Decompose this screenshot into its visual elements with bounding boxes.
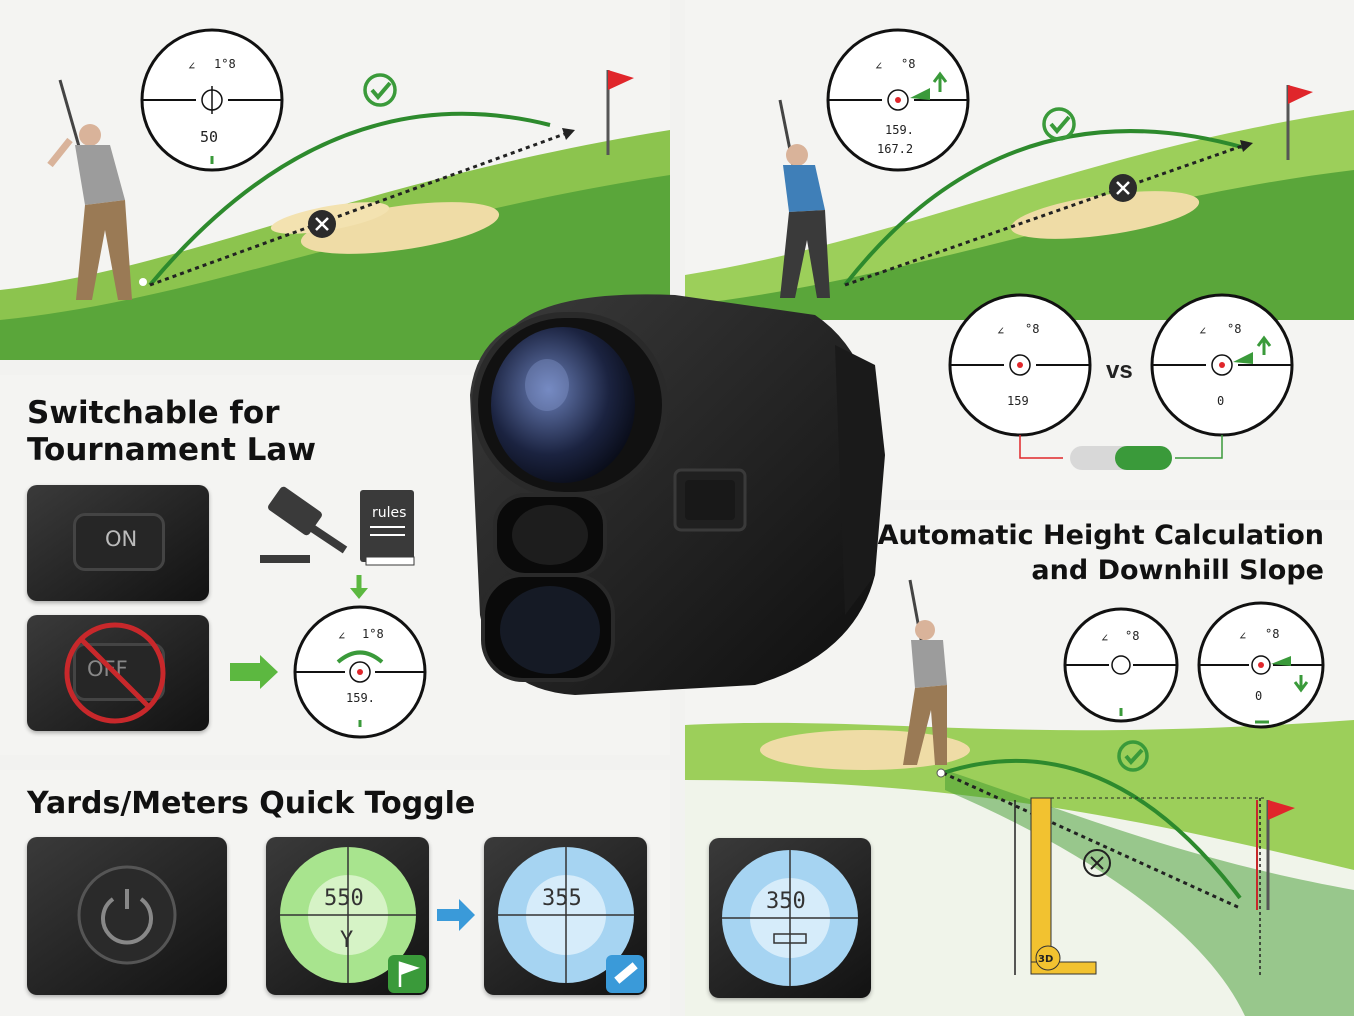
golfer-figure [47,79,132,300]
reticle-distance: 159. [346,691,375,705]
straight-line [149,130,571,287]
svg-text:∠: ∠ [1239,629,1246,643]
off-switch-photo: OFF [27,615,209,731]
gavel-icon [260,486,348,563]
reticle-angle: °8 [1025,322,1039,336]
tape-measure-icon: 3D [1030,797,1097,975]
reticle-distance: 159 [1007,394,1029,408]
yards-unit: Y [340,928,353,953]
reticle-height-left: ∠ °8 [1063,607,1179,723]
flag-icon [1288,85,1313,104]
reticle-top-right: ∠ °8 159. 167.2 [826,28,970,172]
x-marker [1083,849,1111,877]
top-right-illustration: ∠ °8 159. 167.2 ∠ °8 159 vs ∠ °8 [685,28,1354,470]
sand-bunker [300,202,500,254]
reticle-distance: 159. [885,123,914,137]
reticle-compare-left: ∠ °8 159 [948,293,1092,437]
right-arrow-icon [230,655,278,689]
reticle-angle: °8 [901,57,915,71]
golfer-figure [778,99,830,298]
check-icon [1042,107,1076,141]
rulebook-icon: rules [360,490,415,566]
meters-display-photo: 355 [484,837,647,995]
yards-display-photo: 550 Y [266,837,429,995]
meters-value: 355 [542,886,582,911]
on-switch-photo: ON [27,485,209,601]
svg-text:∠: ∠ [1199,324,1206,338]
flag-icon [608,70,634,90]
top-left-illustration: ∠ 1°8 50 [0,28,670,360]
svg-text:∠: ∠ [875,59,882,73]
svg-text:∠: ∠ [338,629,345,643]
vs-label: vs [1106,357,1133,384]
check-icon [1117,740,1149,772]
flag-icon [398,961,420,987]
reticle-angle: 1°8 [362,627,384,641]
height-display-photo: 350 [709,838,871,998]
reticle-distance: 0 [1255,689,1262,703]
reticle-angle: °8 [1265,627,1279,641]
reticle-height-right: ∠ °8 0 [1197,601,1325,729]
check-icon [363,73,397,107]
reticle-tournament: ∠ 1°8 159. [293,605,427,739]
power-icon[interactable] [27,837,227,995]
golfer-figure [903,579,947,765]
svg-text:∠: ∠ [1101,631,1108,645]
arrow-right-icon [437,899,475,931]
top-left-panel: ∠ 1°8 50 [0,0,670,360]
height-display-value: 350 [766,889,806,914]
reticle-distance: 50 [200,128,218,146]
rulebook-label: rules [372,505,406,521]
reticle-slope-distance: 167.2 [877,142,913,156]
tournament-heading-line1: Switchable for [27,395,280,431]
flag-icon [1268,800,1295,820]
height-heading-line1: Automatic Height Calculation [877,520,1324,551]
reticle-distance: 0 [1217,394,1224,408]
svg-text:∠: ∠ [997,324,1004,338]
badge-3d: 3D [1038,954,1053,965]
ruler-icon [773,933,807,944]
reticle-top-left: ∠ 1°8 50 [140,28,284,172]
prohibited-icon [64,622,166,724]
tournament-heading-line2: Tournament Law [27,432,316,468]
svg-text:∠: ∠ [188,59,195,73]
yards-value: 550 [324,886,364,911]
reticle-angle: °8 [1227,322,1241,336]
toggle-panel: Yards/Meters Quick Toggle 550 Y 355 [0,770,670,1016]
reticle-compare-right: ∠ °8 0 [1150,293,1294,437]
power-button-photo [27,837,227,995]
ball-flight-arc [148,111,551,287]
reticle-angle: 1°8 [214,57,236,71]
reticle-angle: °8 [1125,629,1139,643]
rangefinder-device [470,294,885,695]
ruler-icon [614,962,638,984]
height-heading-line2: and Downhill Slope [1031,555,1324,586]
toggle-heading: Yards/Meters Quick Toggle [27,786,476,821]
tournament-illustration: rules ∠ 1°8 159. [230,486,427,739]
on-switch-label: ON [105,527,138,551]
